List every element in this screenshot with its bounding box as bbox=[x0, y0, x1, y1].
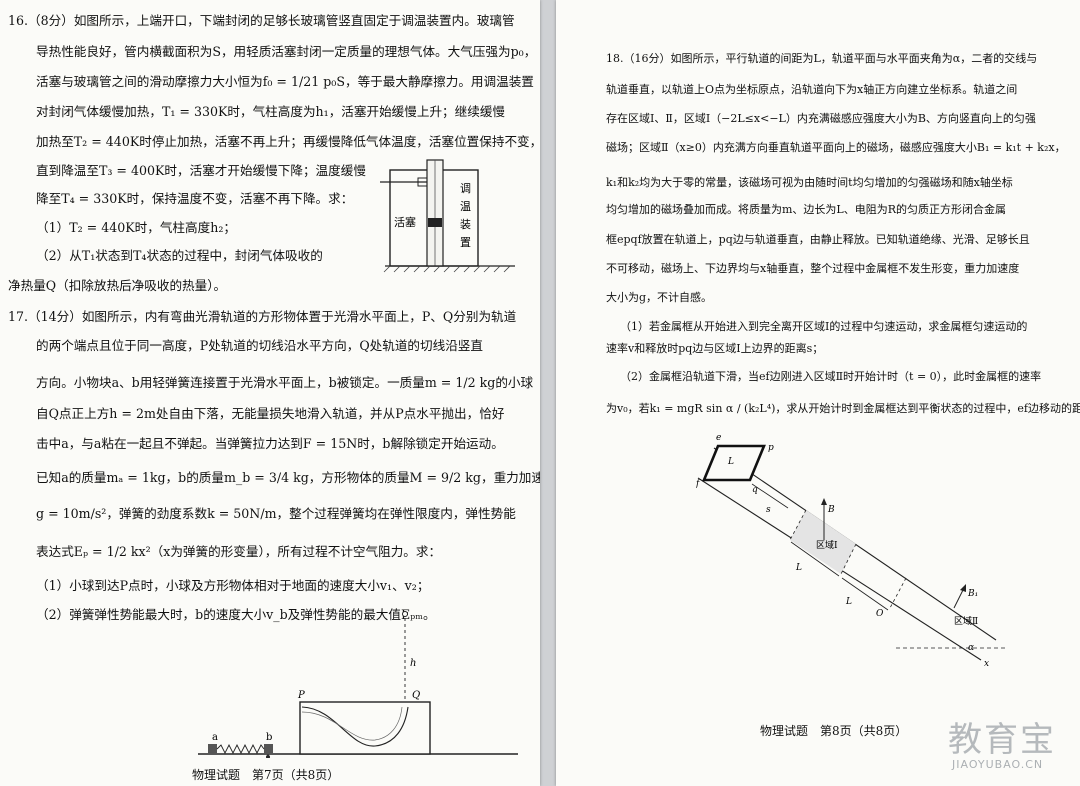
device-label-3: 装 bbox=[460, 218, 471, 231]
label-Q: Q bbox=[412, 690, 420, 701]
q17-line-4: 自Q点正上方h = 2m处自由下落，无能量损失地滑入轨道，并从P点水平抛出，恰好 bbox=[36, 406, 505, 421]
label-f: f bbox=[696, 479, 701, 489]
label-p: p bbox=[768, 443, 774, 453]
q18-line-12: （2）金属框沿轨道下滑，当ef边刚进入区域Ⅱ时开始计时（t = 0），此时金属框… bbox=[620, 370, 1042, 383]
label-P: P bbox=[297, 690, 305, 701]
piston bbox=[428, 218, 442, 227]
watermark-url: JIAOYUBAO.CN bbox=[952, 758, 1044, 771]
q17-line-10: （2）弹簧弹性势能最大时，b的速度大小v_b及弹性势能的最大值Eₚₘ。 bbox=[36, 607, 436, 622]
q18-line-11: 速率v和释放时pq边与区域Ⅰ上边界的距离s； bbox=[606, 342, 824, 355]
distance-L-1 bbox=[790, 541, 840, 577]
footer-page-8: 物理试题 第8页（共8页） bbox=[760, 724, 908, 738]
q18-line-7: 框epqf放置在轨道上，pq边与轨道垂直，由静止释放。已知轨道绝缘、光滑、足够长… bbox=[606, 233, 1030, 246]
q17-line-8: 表达式Eₚ = 1/2 kx²（x为弹簧的形变量），所有过程不计空气阻力。求： bbox=[36, 544, 442, 559]
q17-line-1: 17.（14分）如图所示，内有弯曲光滑轨道的方形物体置于光滑水平面上，P、Q分别… bbox=[8, 309, 517, 324]
q16-line-9: （2）从T₁状态到T₄状态的过程中，封闭气体吸收的 bbox=[36, 248, 323, 263]
label-s: s bbox=[766, 505, 771, 515]
exam-page-7: 16.（8分）如图所示，上端开口，下端封闭的足够长玻璃管竖直固定于调温装置内。玻… bbox=[0, 0, 540, 786]
q16-line-5: 加热至T₂ = 440K时停止加热，活塞不再上升；再缓慢降低气体温度，活塞位置保… bbox=[36, 134, 540, 149]
q17-figure: a b P Q h bbox=[198, 611, 518, 758]
piston-label: 活塞 bbox=[394, 215, 416, 229]
q16-line-10: 净热量Q（扣除放热后净吸收的热量）。 bbox=[8, 278, 227, 293]
region-1-area bbox=[790, 510, 856, 574]
label-x: x bbox=[984, 659, 989, 669]
q18-line-10: （1）若金属框从开始进入到完全离开区域Ⅰ的过程中匀速运动，求金属框匀速运动的 bbox=[620, 320, 1028, 333]
q18-line-2: 轨道垂直，以轨道上O点为坐标原点，沿轨道向下为x轴正方向建立坐标系。轨道之间 bbox=[606, 83, 1018, 96]
q17-line-6: 已知a的质量mₐ = 1kg，b的质量m_b = 3/4 kg，方形物体的质量M… bbox=[36, 470, 540, 485]
q18-line-13: 为v₀，若k₁ = mgR sin α / (k₂L⁴)，求从开始计时到金属框达… bbox=[606, 402, 1080, 415]
label-q: q bbox=[752, 485, 758, 495]
q16-line-2: 导热性能良好，管内横截面积为S，用轻质活塞封闭一定质量的理想气体。大气压强为p₀… bbox=[36, 44, 537, 59]
q17-line-3: 方向。小物块a、b用轻弹簧连接置于光滑水平面上，b被锁定。一质量m = 1/2 … bbox=[36, 375, 534, 390]
q17-line-9: （1）小球到达P点时，小球及方形物体相对于地面的速度大小v₁、v₂； bbox=[36, 578, 430, 593]
device-label-2: 温 bbox=[460, 200, 471, 213]
q18-line-4: 磁场；区域Ⅱ（x≥0）内充满方向垂直轨道平面向上的磁场，磁感应强度大小B₁ = … bbox=[606, 141, 1066, 154]
device-label-1: 调 bbox=[460, 182, 471, 195]
q16-line-4: 对封闭气体缓慢加热，T₁ = 330K时，气柱高度为h₁，活塞开始缓慢上升；继续… bbox=[36, 104, 506, 119]
block-a bbox=[208, 744, 217, 754]
q18-figure: e f p q L s B L L 区域Ⅰ B₁ 区域Ⅱ O α x bbox=[696, 433, 1006, 669]
q18-line-9: 大小为g，不计自感。 bbox=[606, 291, 713, 304]
footer-page-7: 物理试题 第7页（共8页） bbox=[192, 768, 340, 782]
q16-line-1: 16.（8分）如图所示，上端开口，下端封闭的足够长玻璃管竖直固定于调温装置内。玻… bbox=[8, 13, 515, 28]
label-B: B bbox=[827, 505, 835, 515]
block-b bbox=[264, 744, 273, 754]
q17-line-5: 击中a，与a粘在一起且不弹起。当弹簧拉力达到F = 15N时，b解除锁定开始运动… bbox=[36, 436, 504, 451]
label-region-1: 区域Ⅰ bbox=[816, 539, 838, 551]
q17-line-7: g = 10m/s²，弹簧的劲度系数k = 50N/m，整个过程弹簧均在弹性限度… bbox=[36, 506, 516, 521]
q16-line-3: 活塞与玻璃管之间的滑动摩擦力大小恒为f₀ = 1/21 p₀S，等于最大静摩擦力… bbox=[36, 74, 534, 89]
distance-s bbox=[751, 483, 789, 509]
label-B1: B₁ bbox=[967, 589, 978, 599]
ball bbox=[402, 611, 408, 617]
q17-line-2: 的两个端点且位于同一高度，P处轨道的切线沿水平方向，Q处轨道的切线沿竖直 bbox=[36, 338, 483, 353]
q18-line-3: 存在区域Ⅰ、Ⅱ，区域Ⅰ（−2L≤x<−L）内充满磁感应强度大小为B、方向竖直向上… bbox=[606, 112, 1036, 125]
distance-L-2 bbox=[841, 577, 889, 611]
curved-track bbox=[301, 706, 409, 747]
label-b: b bbox=[266, 732, 272, 743]
lock-pin bbox=[266, 755, 270, 758]
label-O: O bbox=[876, 609, 884, 619]
label-region-2: 区域Ⅱ bbox=[954, 615, 978, 627]
q18-line-8: 不可移动，磁场上、下边界均与x轴垂直，整个过程中金属框不发生形变，重力加速度 bbox=[606, 262, 1020, 275]
label-h: h bbox=[410, 658, 416, 669]
q18-line-6: 均匀增加的磁场叠加而成。将质量为m、边长为L、电阻为R的匀质正方形闭合金属 bbox=[606, 203, 1007, 216]
label-L-2: L bbox=[845, 597, 852, 607]
label-alpha: α bbox=[968, 643, 974, 653]
exam-page-8: 18.（16分）如图所示，平行轨道的间距为L，轨道平面与水平面夹角为α，二者的交… bbox=[556, 0, 1080, 786]
q16-line-6: 直到降温至T₃ = 400K时，活塞才开始缓慢下降；温度缓慢 bbox=[36, 163, 366, 178]
q16-figure: 活塞 调 温 装 置 bbox=[380, 159, 515, 273]
field-B1-arrow bbox=[953, 587, 965, 609]
watermark-logo: 教育宝 bbox=[948, 720, 1056, 760]
metal-frame bbox=[702, 444, 766, 482]
q16-line-8: （1）T₂ = 440K时，气柱高度h₂； bbox=[36, 220, 236, 235]
label-a: a bbox=[212, 732, 218, 743]
square-body bbox=[299, 701, 431, 755]
q16-line-7: 降至T₄ = 330K时，保持温度不变，活塞不再下降。求： bbox=[36, 191, 354, 206]
label-e: e bbox=[716, 433, 721, 443]
spring bbox=[216, 743, 265, 755]
device-label-4: 置 bbox=[460, 236, 471, 249]
q18-line-5: k₁和k₂均为大于零的常量，该磁场可视为由随时间t均匀增加的匀强磁场和随x轴坐标 bbox=[606, 176, 1013, 189]
q18-line-1: 18.（16分）如图所示，平行轨道的间距为L，轨道平面与水平面夹角为α，二者的交… bbox=[606, 52, 1038, 65]
label-L-1: L bbox=[795, 563, 802, 573]
label-L-frame: L bbox=[727, 457, 734, 467]
